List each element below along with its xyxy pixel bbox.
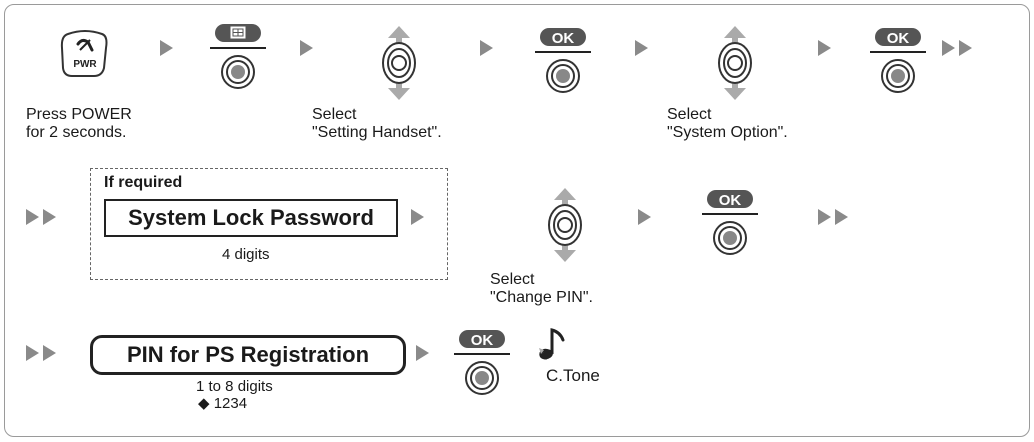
confirmation-tone-label: C.Tone bbox=[546, 366, 600, 385]
navigator-up-down-icon bbox=[710, 24, 760, 107]
double-arrow-right-icon bbox=[26, 209, 56, 225]
pin-for-ps-registration-box: PIN for PS Registration bbox=[90, 335, 406, 375]
password-digits-label: 4 digits bbox=[222, 246, 270, 263]
arrow-right-icon bbox=[818, 40, 831, 56]
arrow-right-icon bbox=[480, 40, 493, 56]
power-caption: Press POWER for 2 seconds. bbox=[26, 106, 132, 141]
select-change-pin-caption: Select "Change PIN". bbox=[490, 271, 593, 306]
power-key-icon: PWR bbox=[58, 28, 112, 83]
arrow-right-icon bbox=[411, 209, 424, 225]
svg-text:OK: OK bbox=[719, 192, 742, 209]
select-setting-handset-caption: Select "Setting Handset". bbox=[312, 106, 442, 141]
ok-key-icon: OK bbox=[533, 26, 593, 103]
navigator-up-down-icon bbox=[540, 186, 590, 269]
music-note-icon bbox=[538, 328, 568, 367]
double-arrow-right-icon bbox=[26, 345, 56, 361]
double-arrow-right-icon bbox=[942, 40, 972, 56]
svg-text:PWR: PWR bbox=[73, 59, 97, 70]
arrow-right-icon bbox=[300, 40, 313, 56]
menu-key-icon bbox=[208, 22, 268, 99]
arrow-right-icon bbox=[638, 209, 651, 225]
pin-default-value: ◆ 1234 bbox=[198, 395, 248, 412]
arrow-right-icon bbox=[416, 345, 429, 361]
ok-key-icon: OK bbox=[868, 26, 928, 103]
diagram-frame bbox=[4, 4, 1030, 437]
svg-text:OK: OK bbox=[552, 30, 575, 47]
arrow-right-icon bbox=[160, 40, 173, 56]
svg-text:OK: OK bbox=[471, 332, 494, 349]
ok-key-icon: OK bbox=[452, 328, 512, 405]
pin-digits-label: 1 to 8 digits ◆ 1234 bbox=[196, 378, 273, 412]
if-required-box bbox=[90, 168, 448, 280]
select-system-option-caption: Select "System Option". bbox=[667, 106, 788, 141]
double-arrow-right-icon bbox=[818, 209, 848, 225]
ok-key-icon: OK bbox=[700, 188, 760, 265]
system-lock-password-box: System Lock Password bbox=[104, 199, 398, 237]
if-required-label: If required bbox=[104, 174, 183, 191]
svg-text:OK: OK bbox=[887, 30, 910, 47]
navigator-up-down-icon bbox=[374, 24, 424, 107]
arrow-right-icon bbox=[635, 40, 648, 56]
